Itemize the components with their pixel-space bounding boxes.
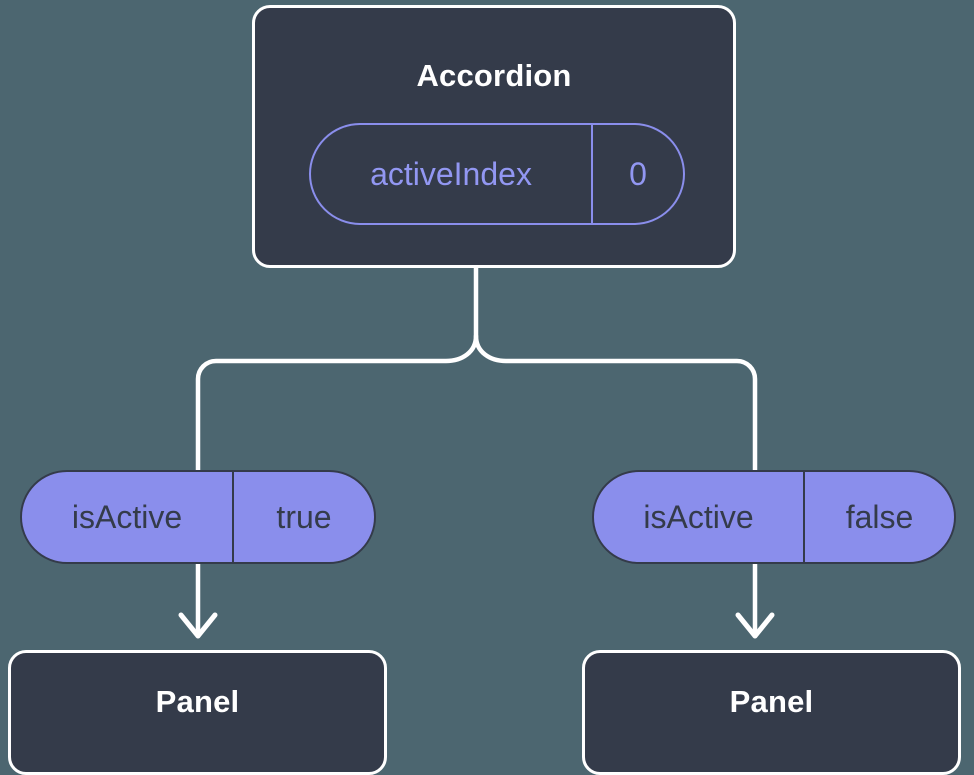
right-panel-node-title: Panel [729,683,814,719]
fork-connector-path-right [473,333,758,473]
right-prop-key-label: isActive [643,498,754,535]
active-index-value-cell: 0 [593,125,683,223]
left-prop-key-cell: isActive [22,472,234,562]
active-index-key-label: activeIndex [370,155,532,192]
right-prop-key-cell: isActive [594,472,805,562]
right-prop-value-cell: false [805,472,954,562]
fork-connector-path [195,265,479,473]
left-panel-component-node[interactable]: Panel [8,650,387,775]
active-index-value-label: 0 [629,155,647,192]
active-index-key-cell: activeIndex [311,125,593,223]
left-is-active-prop-pill[interactable]: isActive true [20,470,376,564]
left-prop-key-label: isActive [71,498,183,535]
accordion-node-title: Accordion [416,58,572,93]
left-arrow-head-icon [178,612,218,639]
right-panel-component-node[interactable]: Panel [582,650,961,775]
active-index-state-pill[interactable]: activeIndex 0 [309,123,685,225]
left-panel-node-title: Panel [155,683,240,719]
accordion-component-node[interactable]: Accordion activeIndex 0 [252,5,736,268]
right-is-active-prop-pill[interactable]: isActive false [592,470,956,564]
left-prop-value-label: true [276,498,332,535]
right-prop-value-label: false [845,498,914,535]
right-arrow-head-icon [735,612,775,639]
left-prop-value-cell: true [234,472,374,562]
